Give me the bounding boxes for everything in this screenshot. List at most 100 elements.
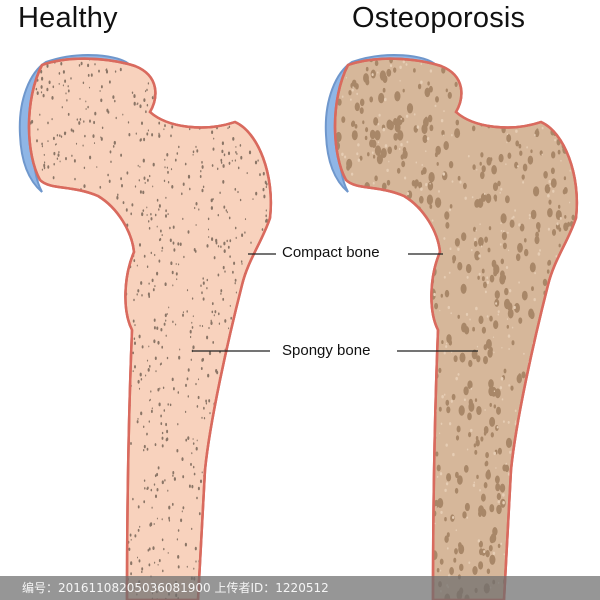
bone-pore — [381, 182, 387, 191]
bone-pore — [450, 312, 452, 315]
bone-pore — [266, 378, 268, 381]
bone-pore — [422, 387, 425, 390]
bone-pore — [386, 291, 389, 295]
bone-pore — [390, 379, 395, 386]
bone-pore — [476, 168, 478, 171]
bone-pore — [570, 290, 574, 293]
bone-pore — [157, 388, 160, 392]
bone-pore — [490, 432, 494, 438]
bone-pore — [234, 187, 237, 191]
bone-pore — [507, 231, 509, 234]
bone-pore — [508, 566, 511, 570]
bone-pore — [521, 61, 524, 66]
bone-pore — [40, 401, 43, 405]
bone-pore — [72, 232, 74, 235]
bone-pore — [336, 463, 340, 469]
bone-pore — [335, 188, 338, 197]
bone-pore — [51, 552, 54, 556]
bone-pore — [580, 414, 585, 422]
bone-pore — [356, 92, 359, 96]
bone-pore — [399, 482, 404, 490]
bone-pore — [67, 85, 69, 88]
bone-pore — [511, 326, 514, 329]
bone-pore — [104, 359, 106, 362]
bone-pore — [141, 570, 143, 574]
bone-pore — [32, 534, 35, 537]
bone-pore — [500, 222, 502, 225]
bone-pore — [418, 195, 424, 204]
bone-pore — [71, 154, 73, 158]
bone-pore — [517, 165, 519, 168]
bone-pore — [127, 121, 130, 124]
bone-pore — [238, 545, 241, 550]
bone-pore — [402, 88, 405, 93]
bone-pore — [221, 77, 223, 80]
bone-pore — [30, 219, 34, 223]
bone-pore — [474, 449, 478, 455]
bone-pore — [550, 302, 556, 311]
bone-pore — [514, 209, 517, 212]
bone-pore — [361, 447, 366, 454]
bone-pore — [218, 322, 221, 325]
bone-pore — [369, 96, 374, 103]
bone-pore — [393, 133, 399, 141]
bone-pore — [119, 67, 122, 72]
bone-pore — [505, 265, 509, 270]
bone-pore — [255, 375, 257, 378]
bone-pore — [70, 77, 72, 80]
bone-pore — [267, 543, 270, 547]
bone-pore — [156, 271, 159, 276]
bone-pore — [440, 293, 443, 298]
bone-pore — [62, 290, 64, 293]
bone-pore — [165, 319, 167, 322]
bone-pore — [150, 251, 153, 255]
bone-pore — [476, 474, 479, 480]
bone-pore — [521, 174, 525, 180]
bone-pore — [161, 249, 163, 252]
bone-pore — [396, 563, 402, 572]
bone-pore — [41, 142, 43, 146]
bone-pore — [43, 166, 46, 170]
bone-pore — [84, 544, 86, 547]
bone-pore — [275, 385, 277, 388]
bone-pore — [265, 89, 268, 93]
bone-pore — [356, 152, 359, 156]
bone-pore — [421, 492, 426, 498]
bone-pore — [420, 286, 423, 291]
bone-pore — [356, 431, 363, 442]
bone-pore — [147, 129, 150, 132]
bone-pore — [480, 245, 483, 248]
bone-pore — [51, 96, 54, 100]
bone-pore — [337, 555, 344, 566]
bone-pore — [485, 452, 489, 459]
bone-pore — [382, 127, 386, 132]
bone-pore — [59, 418, 61, 422]
bone-pore — [41, 168, 44, 171]
bone-pore — [368, 385, 373, 394]
bone-pore — [105, 276, 108, 281]
bone-pore — [176, 278, 178, 281]
bone-pore — [575, 531, 577, 537]
bone-pore — [146, 447, 149, 451]
bone-pore — [427, 114, 433, 123]
bone-pore — [190, 82, 192, 85]
bone-pore — [254, 58, 257, 60]
bone-pore — [466, 80, 469, 83]
bone-pore — [397, 548, 404, 557]
bone-pore — [233, 391, 236, 395]
bone-pore — [484, 409, 486, 411]
bone-pore — [205, 63, 208, 66]
bone-pore — [240, 469, 242, 472]
bone-pore — [235, 150, 237, 154]
bone-pore — [158, 134, 161, 138]
bone-pore — [63, 546, 66, 551]
bone-pore — [274, 335, 275, 337]
bone-pore — [380, 441, 383, 444]
bone-pore — [236, 314, 238, 317]
bone-pore — [53, 479, 55, 482]
bone-pore — [257, 159, 259, 162]
bone-pore — [380, 541, 384, 546]
bone-pore — [45, 270, 47, 273]
bone-pore — [110, 160, 112, 164]
bone-pore — [524, 469, 526, 471]
